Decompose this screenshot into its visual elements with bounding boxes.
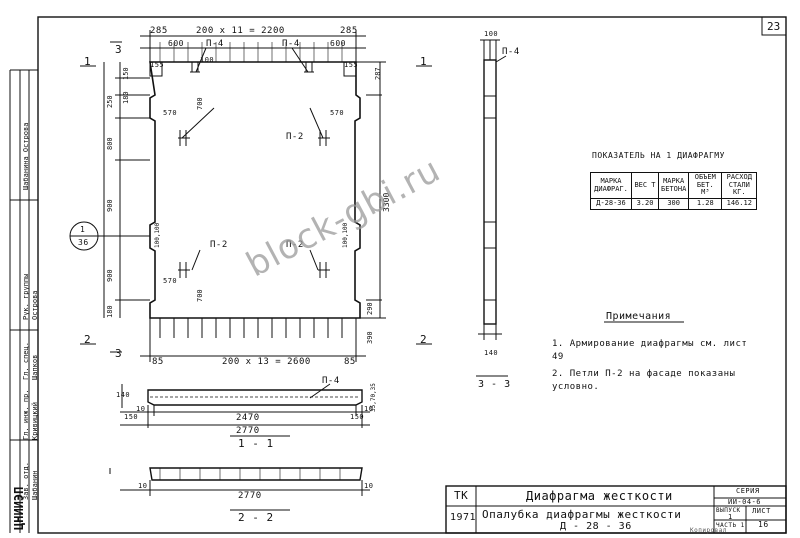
dim-top-right: 285 bbox=[340, 26, 358, 36]
indicators-header-row: МАРКА ДИАФРАГ. ВЕС Т МАРКА БЕТОНА ОБЪЕМ … bbox=[590, 171, 758, 200]
tb-part: ЧАСТЬ 1 bbox=[716, 522, 745, 529]
dim-top-total: 200 х 11 = 2200 bbox=[196, 26, 285, 36]
section-3-3-title: 3 - 3 bbox=[478, 379, 511, 390]
indicators-header: ОБЪЕМ БЕТ. М³ bbox=[688, 171, 723, 200]
strip-name-3: Шапков bbox=[31, 354, 39, 380]
dim-600-right: 600 bbox=[330, 39, 346, 48]
strip-role-2: Гл. инж. пр. bbox=[22, 389, 30, 440]
mark-p4-d: П-4 bbox=[502, 47, 520, 57]
sheet-number: 23 bbox=[767, 20, 781, 33]
indicators-cell: Д-28-36 bbox=[590, 198, 632, 210]
indicators-cell: 1.28 bbox=[688, 198, 723, 210]
notes-title: Примечания bbox=[606, 311, 672, 322]
dim-100: 100 bbox=[200, 56, 215, 64]
indicators-cell: 146.12 bbox=[721, 198, 758, 210]
strip-name-4: Острова bbox=[31, 290, 39, 320]
dim-570-a: 570 bbox=[163, 109, 178, 117]
tb-series-label: СЕРИЯ bbox=[736, 487, 760, 495]
dim-700-b: 700 bbox=[196, 289, 204, 302]
sec11-total: 2770 bbox=[236, 426, 260, 436]
mark-p2-c: П-2 bbox=[286, 240, 304, 250]
dim-left-150: 150 bbox=[122, 67, 130, 80]
strip-name-1: Шабанин bbox=[31, 470, 39, 500]
strip-role-4: Рук. группы bbox=[22, 273, 30, 320]
tb-issue: 1 bbox=[728, 513, 733, 521]
dim-left-250: 250 bbox=[106, 95, 114, 108]
indicators-header: ВЕС Т bbox=[631, 171, 659, 200]
mark-p4-b: П-4 bbox=[282, 39, 300, 49]
tb-mark: Д - 28 - 36 bbox=[560, 521, 632, 532]
dim-155-left: 155 bbox=[150, 61, 165, 69]
dim-287: 287 bbox=[374, 67, 382, 80]
side-top-dim: 100 bbox=[484, 30, 499, 38]
sec22-length: 2770 bbox=[238, 491, 262, 501]
dim-bottom-total: 200 х 13 = 2600 bbox=[222, 357, 311, 367]
sec11-10b: 10 bbox=[364, 405, 374, 413]
cut-3-top: 3 bbox=[115, 43, 123, 56]
dim-left-900-a: 900 bbox=[106, 199, 114, 212]
side-bottom-dim: 140 bbox=[484, 349, 499, 357]
cut-1-right: 1 bbox=[420, 55, 428, 68]
section-2-2-title: 2 - 2 bbox=[238, 511, 274, 524]
dim-bottom-left: 85 bbox=[152, 357, 164, 367]
node-number: 1 bbox=[80, 225, 86, 234]
mark-p2-a: П-2 bbox=[286, 132, 304, 142]
node-sheet: 36 bbox=[78, 238, 89, 247]
mark-p4-a: П-4 bbox=[206, 39, 224, 49]
tb-title-1: Диафрагма жесткости bbox=[526, 489, 673, 503]
dim-600-left: 600 bbox=[168, 39, 184, 48]
dim-700-a: 700 bbox=[196, 97, 204, 110]
indicators-cell: 3.20 bbox=[631, 198, 659, 210]
note-2: 2. Петли П-2 на фасаде показаны условно. bbox=[552, 369, 736, 392]
cut-2-left: 2 bbox=[84, 333, 92, 346]
tb-series: ИИ-04-6 bbox=[728, 498, 762, 506]
mark-p2-b: П-2 bbox=[210, 240, 228, 250]
tb-sheet: 16 bbox=[758, 520, 769, 529]
dim-570-c: 570 bbox=[163, 277, 178, 285]
dim-155-right: 155 bbox=[344, 61, 359, 69]
indicators-cell: 300 bbox=[657, 198, 690, 210]
tb-issue-label: ВЫПУСК bbox=[716, 507, 741, 514]
dim-390: 390 bbox=[366, 331, 374, 344]
copied-stamp: Копировал bbox=[690, 527, 728, 534]
cut-3-bottom: 3 bbox=[115, 347, 123, 360]
sec11-height: 140 bbox=[116, 391, 131, 399]
indicators-header: МАРКА БЕТОНА bbox=[657, 171, 690, 200]
dim-290: 290 bbox=[366, 302, 374, 315]
strip-role-3: Гл. спец. bbox=[22, 342, 30, 380]
cut-1-top: 1 bbox=[84, 55, 92, 68]
indicators-table: МАРКА ДИАФРАГ. ВЕС Т МАРКА БЕТОНА ОБЪЕМ … bbox=[590, 171, 758, 210]
indicators-title: ПОКАЗАТЕЛЬ НА 1 ДИАФРАГМУ bbox=[592, 151, 725, 160]
indicators-value-row: Д-28-36 3.20 300 1.28 146.12 bbox=[590, 198, 758, 210]
sec11-left: 150 bbox=[124, 413, 139, 421]
sec22-10b: 10 bbox=[364, 482, 374, 490]
strip-role-1: Зав. отд. bbox=[22, 462, 30, 500]
dim-570-b: 570 bbox=[330, 109, 345, 117]
sec11-length: 2470 bbox=[236, 413, 260, 423]
sec22-10a: 10 bbox=[138, 482, 148, 490]
cut-2-right: 2 bbox=[420, 333, 428, 346]
dim-left-800: 800 bbox=[106, 137, 114, 150]
indicators-header: МАРКА ДИАФРАГ. bbox=[590, 171, 632, 200]
tb-tk: ТК bbox=[454, 489, 469, 502]
tb-sheet-label: ЛИСТ bbox=[752, 507, 771, 515]
indicators-header: РАСХОД СТАЛИ КГ. bbox=[721, 171, 758, 200]
strip-name-2: Кривицкий bbox=[31, 402, 39, 440]
dim-left-900-b: 900 bbox=[106, 269, 114, 282]
dim-left-180: 180 bbox=[122, 91, 130, 104]
tb-title-2: Опалубка диафрагмы жесткости bbox=[482, 508, 682, 521]
strip-top-name: Шабанина Острова bbox=[22, 122, 30, 190]
dim-mid-left: 100,100 bbox=[154, 222, 161, 248]
sec11-10a: 10 bbox=[136, 405, 146, 413]
sec11-right: 150 bbox=[350, 413, 365, 421]
dim-top-left: 285 bbox=[150, 26, 168, 36]
dim-bottom-right: 85 bbox=[344, 357, 356, 367]
section-1-1-title: 1 - 1 bbox=[238, 437, 274, 450]
mark-p4-c: П-4 bbox=[322, 376, 340, 386]
dim-left-180-b: 180 bbox=[106, 305, 114, 318]
note-1: 1. Армирование диафрагмы см. лист 49 bbox=[552, 339, 748, 362]
tb-year: 1971 bbox=[450, 512, 477, 523]
